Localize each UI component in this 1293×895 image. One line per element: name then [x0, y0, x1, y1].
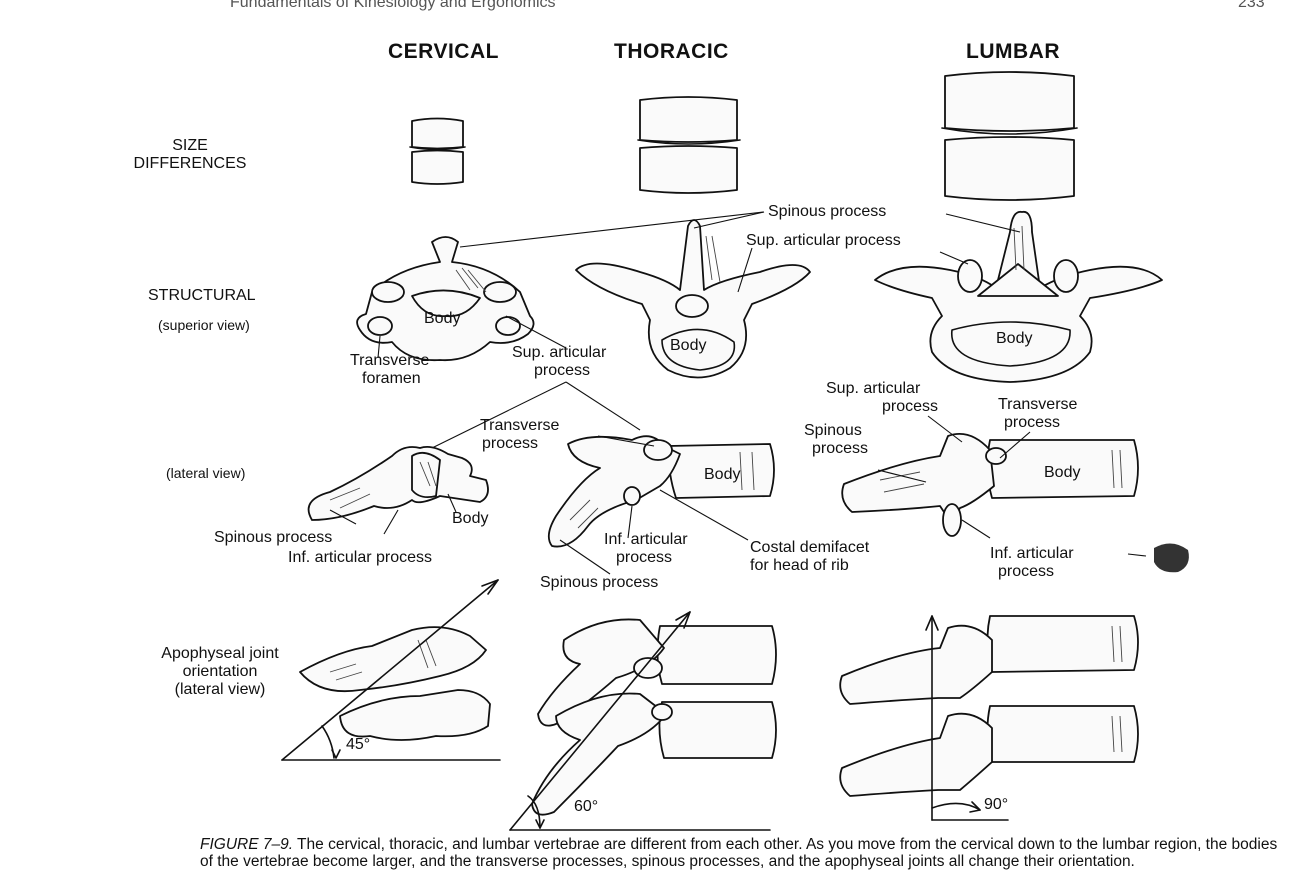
label-cervical-spinous-process: Spinous process [214, 529, 332, 547]
label-costal-demifacet-2: for head of rib [750, 557, 849, 575]
label-cervical-body: Body [424, 310, 460, 328]
label-lumbar-transverse-2: process [1004, 414, 1060, 432]
page-header-fragment: Fundamentals of Kinesiology and Ergonomi… [230, 0, 556, 12]
label-thoracic-spinous-process: Spinous process [540, 574, 658, 592]
label-lumbar-body: Body [996, 330, 1032, 348]
figure-number: FIGURE 7–9. [200, 836, 293, 853]
thoracic-apophyseal-pair [510, 612, 776, 830]
column-header-thoracic: THORACIC [614, 40, 729, 64]
label-transverse-foramen-1: Transverse [350, 352, 429, 370]
angle-label-thoracic: 60° [574, 798, 598, 816]
row-label-apophyseal-1: Apophyseal joint [120, 645, 320, 663]
caption-text: The cervical, thoracic, and lumbar verte… [200, 836, 1277, 870]
row-label-size-2: DIFFERENCES [130, 155, 250, 173]
label-thoracic-lateral-body: Body [704, 466, 740, 484]
label-lumbar-inf-articular-1: Inf. articular [990, 545, 1074, 563]
figure-caption: FIGURE 7–9. The cervical, thoracic, and … [200, 836, 1280, 870]
label-thoracic-body: Body [670, 337, 706, 355]
label-spinous-process-superior: Spinous process [768, 203, 886, 221]
row-label-structural: STRUCTURAL [148, 287, 256, 305]
row-label-apophyseal-3: (lateral view) [120, 681, 320, 699]
label-thoracic-transverse-2: process [482, 435, 538, 453]
lumbar-size-block [942, 72, 1077, 200]
angle-label-lumbar: 90° [984, 796, 1008, 814]
angle-label-cervical: 45° [346, 736, 370, 754]
column-header-cervical: CERVICAL [388, 40, 499, 64]
lumbar-apophyseal-pair [840, 616, 1138, 820]
label-sup-articular-process-superior: Sup. articular process [746, 232, 901, 250]
label-lumbar-inf-articular-2: process [998, 563, 1054, 581]
label-sup-articular-2: process [534, 362, 590, 380]
label-lumbar-lateral-body: Body [1044, 464, 1080, 482]
lumbar-superior-vertebra [875, 212, 1162, 382]
row-label-apophyseal-2: orientation [120, 663, 320, 681]
row-label-size-1: SIZE [130, 137, 250, 155]
label-lumbar-sup-articular-2: process [882, 398, 938, 416]
column-header-lumbar: LUMBAR [966, 40, 1060, 64]
label-thoracic-inf-articular-1: Inf. articular [604, 531, 688, 549]
label-thoracic-inf-articular-2: process [616, 549, 672, 567]
lumbar-lateral-vertebra [842, 434, 1138, 536]
label-lumbar-spinous-1: Spinous [804, 422, 862, 440]
label-thoracic-transverse-1: Transverse [480, 417, 559, 435]
page-number-fragment: 233 [1238, 0, 1265, 12]
cervical-size-block [410, 119, 465, 185]
label-cervical-lateral-body: Body [452, 510, 488, 528]
label-sup-articular-1: Sup. articular [512, 344, 606, 362]
thoracic-size-block [638, 97, 740, 193]
label-lumbar-sup-articular-1: Sup. articular [826, 380, 920, 398]
ink-smudge [1154, 543, 1189, 572]
label-transverse-foramen-2: foramen [362, 370, 421, 388]
label-cervical-inf-articular: Inf. articular process [288, 549, 432, 567]
label-costal-demifacet-1: Costal demifacet [750, 539, 869, 557]
cervical-superior-vertebra [357, 237, 533, 360]
row-label-superior-view: (superior view) [158, 316, 250, 334]
row-label-lateral-view: (lateral view) [166, 464, 245, 482]
label-lumbar-spinous-2: process [812, 440, 868, 458]
label-lumbar-transverse-1: Transverse [998, 396, 1077, 414]
